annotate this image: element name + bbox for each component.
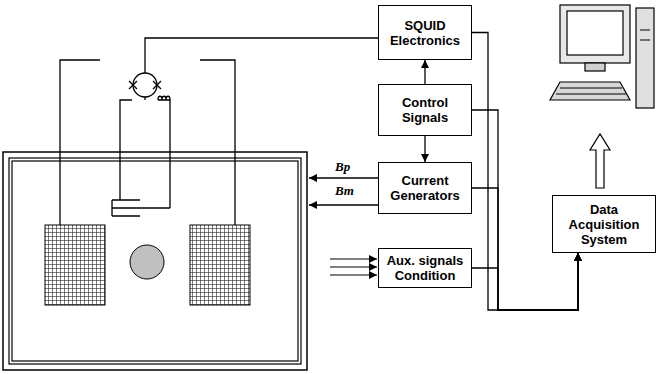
signal-connector — [472, 33, 578, 311]
signal-connector — [424, 60, 425, 84]
shield-enclosure — [3, 152, 307, 370]
signal-connector — [472, 253, 578, 310]
squid-symbol — [60, 38, 378, 225]
box-label: SQUID Electronics — [383, 18, 467, 48]
field-coil — [45, 225, 105, 305]
aux-input-arrow — [330, 259, 377, 275]
field-label: Bp — [334, 160, 351, 174]
sample — [130, 245, 164, 279]
box-label: Control Signals — [383, 95, 467, 125]
box-label: Data Acquisition System — [557, 202, 651, 247]
box-label: Current Generators — [383, 173, 467, 203]
field-coil — [190, 225, 250, 305]
process-box: Current Generators — [378, 162, 472, 214]
process-box: Data Acquisition System — [552, 195, 656, 253]
box-label: Aux. signals Condition — [383, 253, 467, 283]
process-box: SQUID Electronics — [378, 5, 472, 60]
field-arrow — [309, 178, 378, 205]
computer-icon — [550, 5, 654, 108]
pickup-coil — [112, 112, 170, 216]
process-box: Aux. signals Condition — [378, 248, 472, 288]
data-flow-arrow — [590, 134, 610, 188]
process-box: Control Signals — [378, 84, 472, 136]
signal-connector — [424, 136, 425, 162]
field-label: Bm — [334, 184, 355, 198]
